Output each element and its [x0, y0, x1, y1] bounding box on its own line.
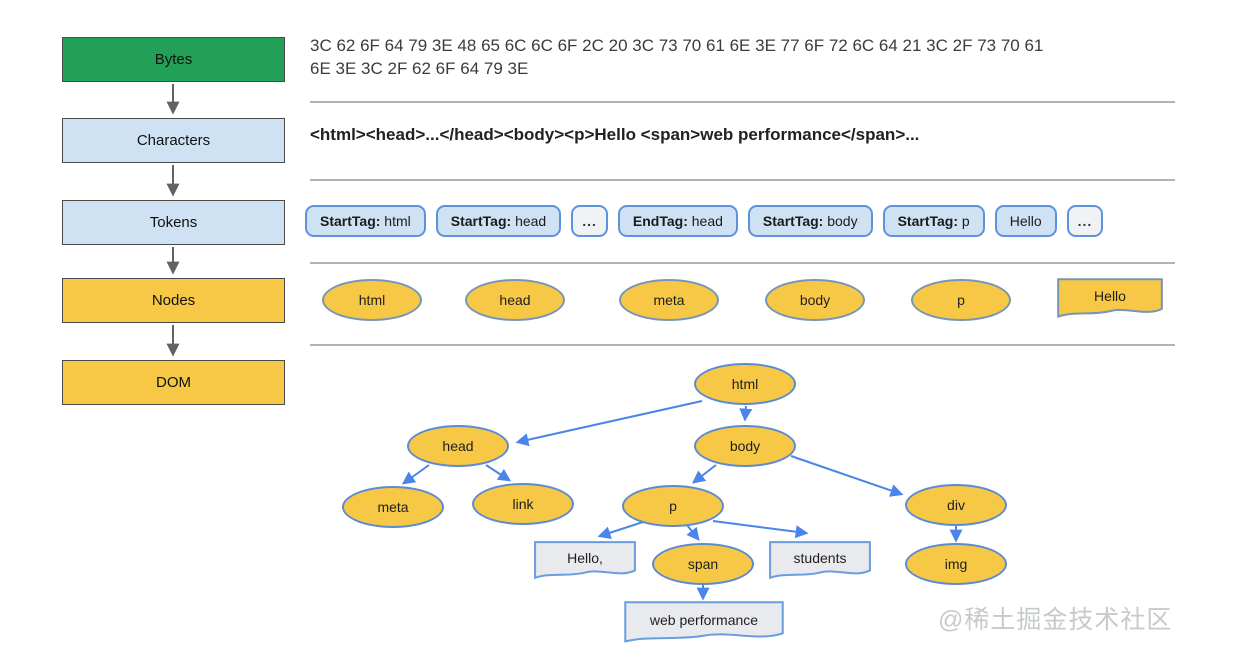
stage-characters-label: Characters	[136, 132, 211, 149]
edge-p-students	[712, 520, 809, 539]
tree-node-label: html	[731, 376, 759, 392]
stage-characters: Characters	[62, 118, 285, 163]
tree-node-div: div	[905, 484, 1007, 526]
stage-dom-label: DOM	[156, 374, 191, 391]
edge-head-link	[485, 464, 512, 482]
tree-textnode-hello: Hello,	[533, 540, 637, 582]
token-value: head	[687, 213, 723, 229]
bytes-hex-text: 3C 62 6F 64 79 3E 48 65 6C 6C 6F 2C 20 3…	[310, 34, 1043, 80]
node-ellipse-p: p	[911, 279, 1011, 321]
stage-nodes: Nodes	[62, 278, 285, 323]
tree-node-meta: meta	[342, 486, 444, 528]
node-label: head	[499, 292, 531, 308]
token-starttag-html: StartTag: html	[305, 205, 426, 237]
stage-tokens: Tokens	[62, 200, 285, 245]
document-shape	[533, 540, 637, 582]
tree-textnode-label: Hello,	[567, 549, 603, 566]
tokens-row: StartTag: html StartTag: head ... EndTag…	[305, 205, 1104, 237]
node-label: Hello	[1094, 287, 1126, 304]
token-type-label: EndTag:	[632, 213, 688, 229]
node-textnode-hello: Hello	[1056, 277, 1164, 321]
stage-tokens-label: Tokens	[149, 214, 198, 231]
tree-node-head: head	[407, 425, 509, 467]
tree-node-label: link	[512, 496, 534, 512]
token-value: body	[823, 213, 858, 229]
tree-node-label: body	[729, 438, 761, 454]
tree-node-body: body	[694, 425, 796, 467]
row-divider-4	[310, 344, 1175, 346]
tree-node-p: p	[622, 485, 724, 527]
token-type-label: StartTag:	[762, 213, 824, 229]
document-shape	[1056, 277, 1164, 321]
token-ellipsis-1: ...	[571, 205, 608, 237]
tree-node-label: img	[944, 556, 968, 572]
node-ellipse-meta: meta	[619, 279, 719, 321]
token-value: html	[380, 213, 411, 229]
tree-node-label: span	[687, 556, 719, 572]
tree-node-label: p	[669, 498, 677, 514]
token-type-label: StartTag:	[897, 213, 959, 229]
token-hello: Hello	[994, 205, 1057, 237]
stage-dom: DOM	[62, 360, 285, 405]
edge-html-head	[515, 400, 703, 447]
stage-bytes-label: Bytes	[154, 51, 193, 68]
token-starttag-p: StartTag: p	[882, 205, 985, 237]
token-type-label: StartTag:	[450, 213, 512, 229]
token-value: ...	[582, 213, 597, 229]
row-divider-3	[310, 262, 1175, 264]
tree-node-label: head	[442, 438, 474, 454]
document-shape	[768, 540, 872, 582]
watermark-juejin-community: @稀土掘金技术社区	[938, 606, 1173, 634]
token-value: head	[511, 213, 547, 229]
node-ellipse-body: body	[765, 279, 865, 321]
bytes-hex-line1: 3C 62 6F 64 79 3E 48 65 6C 6C 6F 2C 20 3…	[310, 36, 1044, 55]
edge-p-hello	[597, 521, 644, 539]
tree-textnode-students: students	[768, 540, 872, 582]
node-label: html	[358, 292, 386, 308]
tree-textnode-label: web performance	[649, 611, 759, 628]
tree-node-html: html	[694, 363, 796, 405]
edge-body-div	[790, 455, 904, 497]
stage-bytes: Bytes	[62, 37, 285, 82]
token-value: Hello	[1009, 213, 1042, 229]
tree-textnode-web-performance: web performance	[622, 600, 786, 646]
tree-node-link: link	[472, 483, 574, 525]
token-ellipsis-2: ...	[1066, 205, 1104, 237]
token-value: p	[958, 213, 970, 229]
node-label: body	[799, 292, 831, 308]
token-type-label: StartTag:	[320, 213, 381, 229]
row-divider-1	[310, 101, 1175, 103]
node-ellipse-html: html	[322, 279, 422, 321]
token-value: ...	[1077, 213, 1093, 229]
node-ellipse-head: head	[465, 279, 565, 321]
document-shape	[622, 600, 786, 646]
characters-markup-text: <html><head>...</head><body><p>Hello <sp…	[310, 125, 920, 144]
edge-p-span	[686, 524, 700, 542]
bytes-hex-line2: 6E 3E 3C 2F 62 6F 64 79 3E	[310, 59, 529, 78]
node-label: meta	[653, 292, 685, 308]
tree-node-label: meta	[377, 499, 409, 515]
edge-html-body	[739, 405, 753, 422]
node-label: p	[957, 292, 965, 308]
tree-node-label: div	[947, 497, 965, 513]
token-starttag-head: StartTag: head	[435, 205, 562, 237]
edge-head-meta	[401, 464, 430, 485]
tree-textnode-label: students	[793, 549, 847, 566]
token-endtag-head: EndTag: head	[617, 205, 738, 237]
row-divider-2	[310, 179, 1175, 181]
stage-nodes-label: Nodes	[151, 292, 196, 309]
tree-node-span: span	[652, 543, 754, 585]
token-starttag-body: StartTag: body	[747, 205, 873, 237]
edge-body-p	[691, 464, 717, 484]
tree-node-img: img	[905, 543, 1007, 585]
